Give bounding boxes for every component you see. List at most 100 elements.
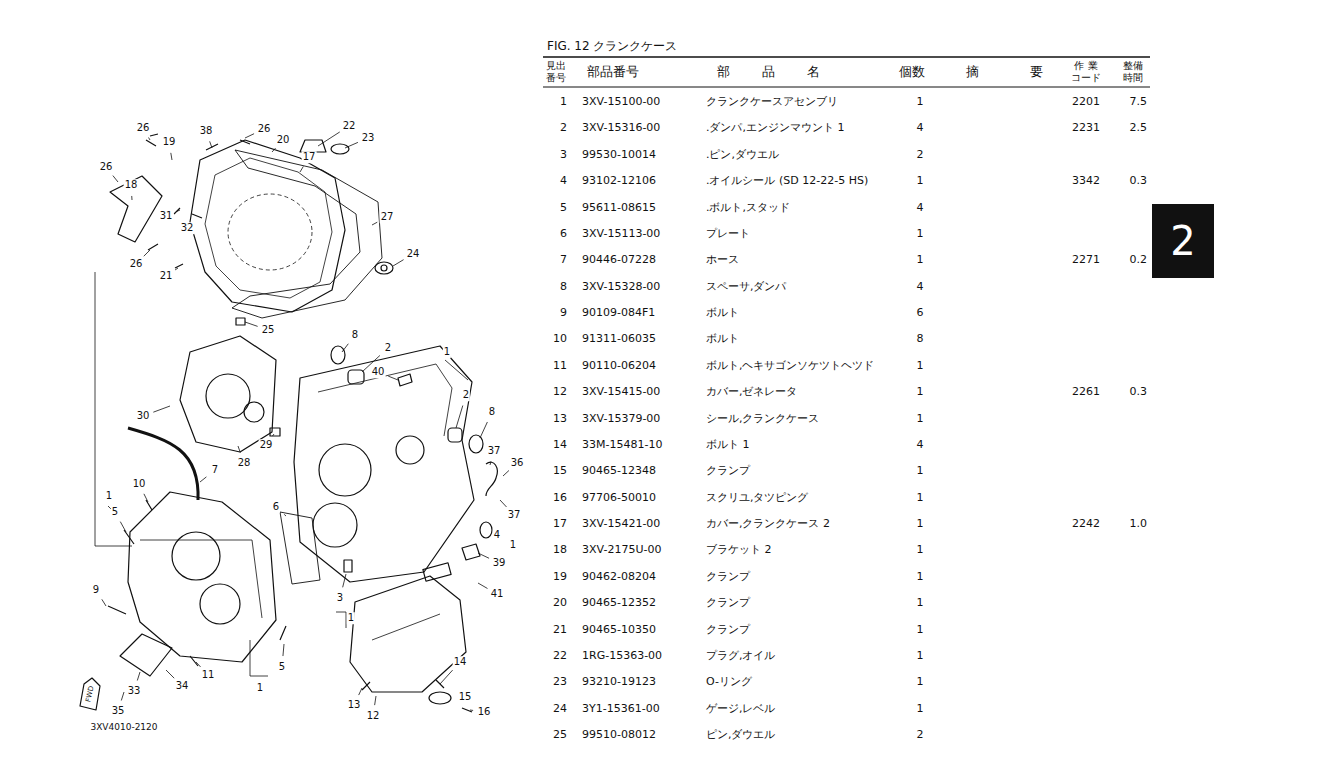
oil-seal (480, 522, 492, 538)
quantity: 1 (917, 491, 924, 504)
leader-line (121, 692, 124, 701)
dowel-pin (270, 428, 280, 436)
part-name: ボルト (706, 333, 739, 346)
ref-number: 15 (553, 465, 567, 478)
figure-title: FIG. 12 クランクケース (547, 38, 677, 55)
part-number: 90465-12348 (582, 465, 656, 478)
part-name: クランプ (706, 597, 750, 610)
gasket (232, 150, 382, 318)
leader-line (388, 376, 398, 380)
callout-number: 31 (159, 210, 174, 222)
leader-line (120, 522, 126, 532)
chapter-number: 2 (1170, 221, 1195, 261)
quantity: 1 (917, 412, 924, 425)
callout-number: 15 (458, 691, 473, 703)
clamp (486, 462, 497, 496)
part-number: 33M-15481-10 (582, 439, 662, 452)
callout-number: 8 (488, 406, 496, 418)
leader-line (503, 470, 509, 476)
quantity: 2 (917, 148, 924, 161)
part-number: 90462-08204 (582, 571, 656, 584)
ref-number: 7 (560, 254, 567, 267)
ref-number: 10 (553, 333, 567, 346)
quantity: 4 (917, 201, 924, 214)
leader-line (272, 434, 274, 436)
quantity: 4 (917, 439, 924, 452)
part-number: 3XV-15113-00 (582, 228, 660, 241)
cylinder-bore (319, 444, 371, 496)
callout-number: 26 (99, 161, 114, 173)
leader-line (345, 142, 358, 148)
crankcase-rib (318, 364, 452, 436)
leader-line (283, 644, 284, 656)
callout-number: 1 (443, 346, 451, 358)
dowel-pin (236, 318, 245, 325)
quantity: 4 (917, 122, 924, 135)
work-code: 2261 (1072, 386, 1100, 399)
oil-plug (300, 140, 326, 152)
ref-number: 6 (560, 228, 567, 241)
leader-line (478, 583, 487, 588)
quantity: 1 (917, 175, 924, 188)
callout-number: 35 (111, 705, 126, 717)
bracket (110, 176, 162, 242)
part-name: ボルト,ヘキサゴンソケツトヘツド (706, 359, 875, 372)
part-number: 91311-06035 (582, 333, 656, 346)
leader-line (153, 406, 170, 412)
part-number: 90465-12352 (582, 597, 656, 610)
part-name: .オイルシール (SD 12-22-5 HS) (706, 175, 868, 188)
callout-number: 12 (366, 710, 381, 722)
part-number: 3Y1-15361-00 (582, 702, 660, 715)
callout-number: 8 (351, 329, 359, 341)
service-time: 1.0 (1130, 518, 1148, 531)
callout-number: 34 (175, 680, 190, 692)
callout-number: 16 (477, 706, 492, 718)
crankcase-rib (140, 540, 262, 618)
part-number: 90110-06204 (582, 359, 656, 372)
part-name: クランプ (706, 465, 750, 478)
leader-line (113, 176, 118, 182)
table-header: 見出 (546, 60, 566, 72)
leader-line (343, 574, 346, 587)
quantity: 1 (917, 228, 924, 241)
callout-number: 37 (487, 445, 502, 457)
fwd-mark (80, 678, 100, 710)
leader-line (245, 134, 254, 138)
generator-cover (350, 576, 466, 692)
part-name: .ボルト,スタッド (706, 201, 790, 214)
quantity: 6 (917, 307, 924, 320)
part-number: 3XV-15328-00 (582, 280, 660, 293)
leader-line (393, 260, 404, 266)
plate-hole (206, 374, 250, 418)
callout-number: 26 (136, 122, 151, 134)
callout-number: 26 (129, 258, 144, 270)
part-name: クランプ (706, 623, 750, 636)
ref-number: 21 (553, 623, 567, 636)
callout-number: 24 (406, 248, 421, 260)
part-number: 90465-10350 (582, 623, 656, 636)
quantity: 1 (917, 544, 924, 557)
table-header: 個数 (899, 65, 925, 80)
callout-number: 10 (132, 478, 147, 490)
quantity: 8 (917, 333, 924, 346)
leader-line (359, 688, 362, 695)
ref-number: 2 (560, 122, 567, 135)
part-name: .ダンパ,エンジンマウント 1 (706, 122, 845, 135)
name-plate (423, 563, 451, 581)
callout-number: 17 (302, 151, 317, 163)
leader-line (372, 222, 377, 225)
callout-number: 5 (278, 661, 286, 673)
part-number: 95611-08615 (582, 201, 656, 214)
callout-number: 18 (124, 179, 139, 191)
leader-line (440, 670, 453, 684)
cylinder-bore (200, 584, 240, 624)
callout-number: 36 (510, 457, 525, 469)
leader-line (245, 322, 258, 326)
table-header: 番号 (546, 72, 566, 84)
damper (348, 370, 364, 384)
callout-number: 27 (380, 211, 395, 223)
hose (128, 428, 198, 500)
table-header: 時間 (1123, 72, 1143, 84)
table-header: コード (1071, 72, 1101, 84)
bolt (146, 134, 250, 268)
